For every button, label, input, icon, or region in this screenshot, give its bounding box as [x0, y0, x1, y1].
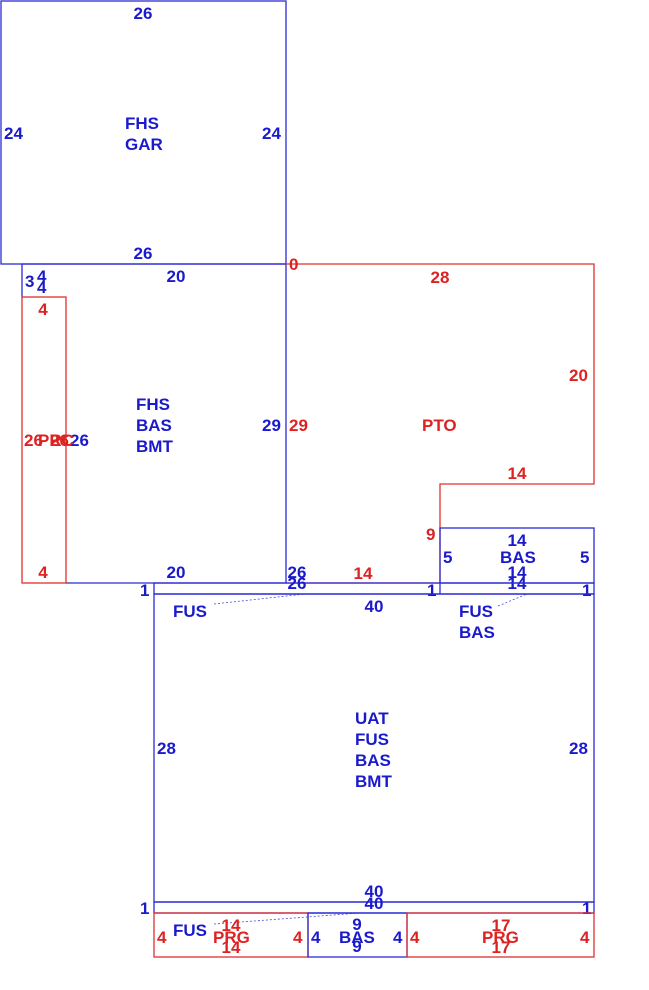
bas-bottom-dim-left: 4 [311, 928, 321, 947]
porch-left-code: PRC [38, 431, 74, 450]
fus-bas-code-2: BAS [459, 623, 495, 642]
garage-dim-left: 24 [4, 124, 23, 143]
area-porch-left[interactable]: 4 4 26 26 PRC [21, 296, 74, 584]
area-bas-bottom[interactable]: 9 9 4 4 BAS [307, 912, 408, 958]
porch-bottom-left-code: PRG [213, 928, 250, 947]
porch-left-dim-top: 4 [38, 300, 48, 319]
main-floor-outline [21, 263, 287, 584]
area-upper-unit[interactable]: 40 28 28 40 UAT FUS BAS BMT [153, 593, 595, 903]
patio-dim-right: 20 [569, 366, 588, 385]
bas-bottom-dim-right: 4 [393, 928, 403, 947]
area-garage[interactable]: 26 24 24 26 FHS GAR [0, 0, 287, 265]
porch-left-dim-right: 26 [50, 431, 69, 450]
porch-bottom-right-outline [406, 912, 595, 958]
bas-small-dim-top: 14 [508, 531, 527, 550]
upper-unit-dim-left: 28 [157, 739, 176, 758]
garage-dim-top: 26 [134, 4, 153, 23]
patio-dim-step: 14 [508, 464, 527, 483]
garage-dim-right: 24 [262, 124, 281, 143]
bas-bottom-code: BAS [339, 928, 375, 947]
bas-small-dim-right: 5 [580, 548, 589, 567]
porch-bottom-left-dim-bottom: 14 [222, 938, 241, 957]
bas-bottom-dim-top: 9 [352, 915, 361, 934]
porch-left-dim-bottom: 4 [38, 563, 48, 582]
fus-left-leader [213, 593, 306, 605]
porch-bottom-right-dim-left: 4 [410, 928, 420, 947]
main-floor-code-3: BMT [136, 437, 173, 456]
porch-left-dim-left: 26 [24, 431, 43, 450]
strip-upper-dim-mid: 1 [427, 581, 436, 600]
strip-upper-dim-top: 26 [288, 574, 307, 593]
fus-bas-code-1: FUS [459, 602, 493, 621]
bas-bottom-dim-bottom: 9 [352, 937, 361, 956]
porch-bottom-right-dim-bottom: 17 [492, 938, 511, 957]
porch-bottom-left-dim-right: 4 [293, 928, 303, 947]
label-fus-bas: FUS BAS [459, 593, 528, 642]
fus-bottom-leader [213, 912, 361, 925]
strip-lower-dim-left: 1 [140, 899, 149, 918]
main-floor-dim-left-c: 4 [37, 278, 47, 297]
porch-bottom-left-dim-left: 4 [157, 928, 167, 947]
label-fus-bottom: FUS [173, 912, 361, 940]
bas-small-code: BAS [500, 548, 536, 567]
garage-dim-bottom: 26 [134, 244, 153, 263]
garage-code-1: FHS [125, 114, 159, 133]
patio-dim-left: 29 [289, 416, 308, 435]
upper-unit-dim-top: 40 [365, 597, 384, 616]
patio-dim-vert: 9 [426, 525, 435, 544]
fus-bottom-code: FUS [173, 921, 207, 940]
area-main-floor[interactable]: 20 3 4 4 29 26 20 FHS BAS BMT [21, 263, 287, 584]
upper-unit-dim-right: 28 [569, 739, 588, 758]
patio-dim-bottom: 14 [354, 564, 373, 583]
porch-bottom-left-dim-top: 14 [222, 916, 241, 935]
upper-unit-code-3: BAS [355, 751, 391, 770]
strip-upper-outline [153, 582, 595, 595]
upper-unit-code-4: BMT [355, 772, 392, 791]
area-strip-lower[interactable]: 40 1 1 [140, 894, 595, 918]
strip-upper-dim-right: 1 [582, 581, 591, 600]
main-floor-code-1: FHS [136, 395, 170, 414]
strip-lower-dim-right: 1 [582, 899, 591, 918]
strip-upper-dim-left: 1 [140, 581, 149, 600]
area-porch-bottom-right[interactable]: 17 17 4 4 PRG [406, 912, 595, 958]
upper-unit-dim-bottom: 40 [365, 882, 384, 901]
fus-bas-leader [497, 593, 528, 607]
main-floor-dim-left-a: 3 [25, 272, 34, 291]
porch-bottom-right-dim-top: 17 [492, 916, 511, 935]
upper-unit-code-2: FUS [355, 730, 389, 749]
porch-bottom-right-code: PRG [482, 928, 519, 947]
main-floor-dim-right: 29 [262, 416, 281, 435]
patio-dim-origin: 0 [289, 255, 298, 274]
porch-left-outline [21, 296, 67, 584]
patio-dim-top: 28 [431, 268, 450, 287]
upper-unit-code-1: UAT [355, 709, 389, 728]
main-floor-code-2: BAS [136, 416, 172, 435]
label-fus-left: FUS [173, 593, 306, 621]
bas-small-dim-left: 5 [443, 548, 452, 567]
strip-upper-dim-top-alt: 26 [288, 563, 307, 582]
strip-lower-dim-top: 40 [365, 894, 384, 913]
main-floor-dim-left-inner: 26 [70, 431, 89, 450]
main-floor-dim-top: 20 [167, 267, 186, 286]
patio-code: PTO [422, 416, 457, 435]
porch-bottom-right-dim-right: 4 [580, 928, 590, 947]
area-porch-bottom-left[interactable]: 14 14 4 4 PRG [153, 912, 309, 958]
garage-code-2: GAR [125, 135, 163, 154]
bas-small-dim-bottom-a: 14 [508, 563, 527, 582]
fus-left-code: FUS [173, 602, 207, 621]
main-floor-dim-left-b: 4 [37, 267, 47, 286]
main-floor-dim-bottom: 20 [167, 563, 186, 582]
